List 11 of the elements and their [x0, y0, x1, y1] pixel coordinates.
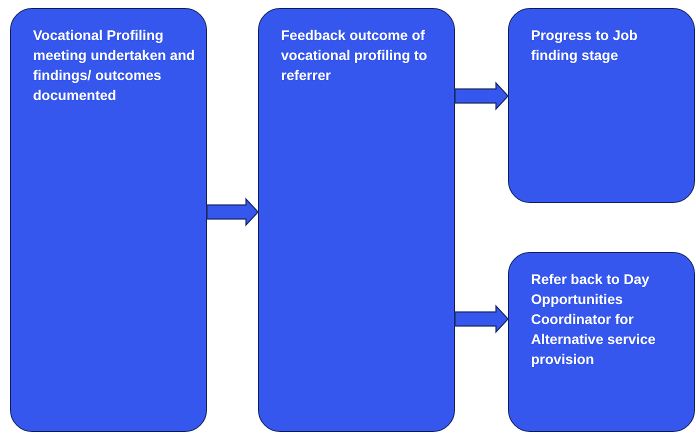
box-text: Progress to Job finding stage [531, 26, 639, 65]
process-box [508, 252, 695, 432]
process-box [508, 8, 695, 203]
box-text: Refer back to Day Opportunities Coordinator for Alternative service provision [531, 270, 657, 369]
box-text: Vocational Profiling meeting undertaken and findings/ outcomes documented [33, 26, 196, 105]
process-box [10, 8, 207, 432]
box-text: Feedback outcome of vocational profiling to referrer [281, 26, 428, 85]
process-box [258, 8, 455, 432]
block-arrow [454, 304, 509, 334]
block-arrow [206, 197, 259, 227]
block-arrow [454, 81, 509, 111]
